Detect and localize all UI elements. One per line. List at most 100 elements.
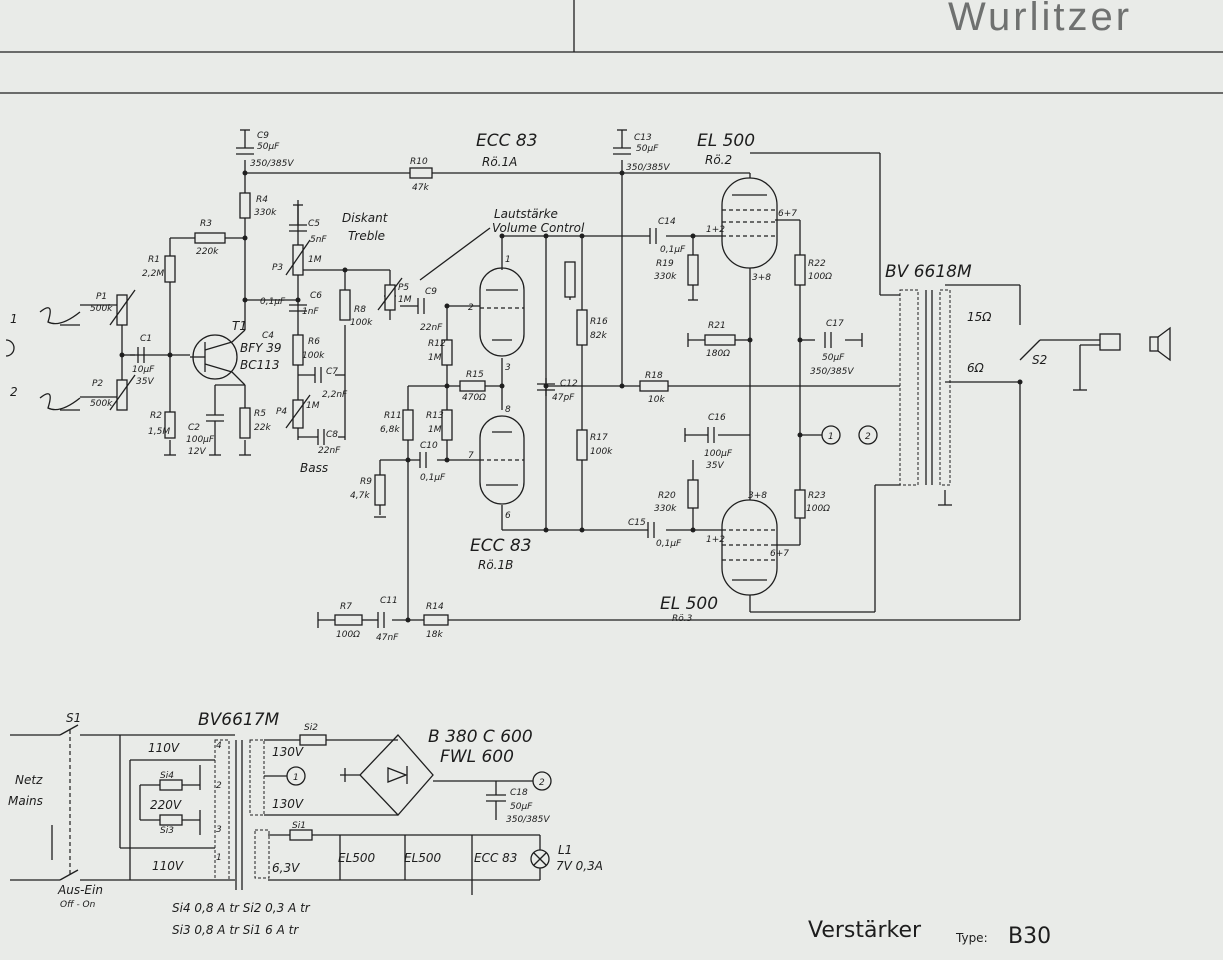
r15-val: 470Ω [462, 393, 486, 403]
r1-ref: R1 [148, 255, 160, 265]
c12-ref: C12 [560, 379, 578, 389]
heater-el500-1: EL500 [338, 851, 376, 865]
title-block: Wurlitzer [0, 0, 1223, 94]
r4-ref: R4 [256, 195, 268, 205]
c13-val: 50µF [636, 144, 659, 154]
r14-val: 18k [426, 630, 443, 640]
r7-ref: R7 [340, 602, 352, 612]
c7-ref: C7 [326, 367, 338, 377]
v63-label: 6,3V [272, 861, 300, 875]
psu-node-2-label: 2 [539, 778, 545, 788]
c16-ref: C16 [708, 413, 726, 423]
r14-ref: R14 [426, 602, 444, 612]
volume-en-label: Volume Control [492, 221, 585, 235]
c1-ref: C1 [140, 334, 152, 344]
tap-15-label: 15Ω [967, 310, 992, 324]
c16-val: 100µF [704, 449, 733, 459]
output-transformer-label: BV 6618M [885, 262, 972, 282]
tube-v1b-type: ECC 83 [470, 536, 532, 556]
p5-val: 1M [398, 295, 412, 305]
psu-transformer-label: BV6617M [198, 710, 280, 730]
r11-ref: R11 [384, 411, 402, 421]
resistor-r19 [687, 254, 699, 286]
r3-val: 220k [196, 247, 219, 257]
c11-ref: C11 [380, 596, 398, 606]
c13-rating: 350/385V [626, 163, 670, 173]
netz-label: Netz [15, 773, 43, 787]
c15-ref: C15 [628, 518, 646, 528]
transistor-ref: T1 [232, 319, 247, 333]
output-transformer [875, 289, 951, 486]
switch-s2-label: S2 [1032, 353, 1047, 367]
resistor-r2 [164, 411, 176, 439]
footer-type-prefix: Type: [955, 931, 988, 945]
c9-ref: C9 [257, 131, 269, 141]
r22-ref: R22 [808, 259, 826, 269]
resistor-r8 [339, 289, 351, 321]
c10-ref: C10 [420, 441, 438, 451]
resistor-r5 [239, 407, 251, 439]
resistor-r1 [164, 255, 176, 283]
p4-val: 1M [306, 401, 320, 411]
tube-v2-type: EL 500 [697, 131, 755, 151]
r1-val: 2,2M [142, 269, 164, 279]
resistor-r14 [423, 614, 449, 626]
c14-ref: C14 [658, 217, 676, 227]
c9-val: 50µF [257, 142, 280, 152]
r22-val: 100Ω [808, 272, 832, 282]
c17-val: 50µF [822, 353, 845, 363]
winding-1: 1 [216, 853, 222, 863]
si2-label: Si2 [304, 723, 318, 733]
fuse-table-line-1: Si4 0,8 A tr Si2 0,3 A tr [172, 901, 311, 915]
r19-ref: R19 [656, 259, 674, 269]
speaker-icon [1099, 326, 1171, 362]
r10-val: 47k [412, 183, 429, 193]
resistor-r20 [687, 479, 699, 509]
bass-label: Bass [300, 461, 328, 475]
r23-ref: R23 [808, 491, 826, 501]
tube-v1a-type: ECC 83 [476, 131, 538, 151]
winding-2: 2 [216, 781, 222, 791]
c6-val: 1nF [302, 307, 319, 317]
c8-val: 22nF [318, 446, 341, 456]
v220-label: 220V [150, 798, 182, 812]
c1-rating: 35V [136, 377, 154, 387]
p1-val: 500k [90, 304, 113, 314]
r21-val: 180Ω [706, 349, 730, 359]
winding-4: 4 [216, 741, 222, 751]
volume-de-label: Lautstärke [494, 207, 558, 221]
resistor-r3 [194, 232, 226, 244]
footer-label: Verstärker [808, 918, 922, 943]
resistor-unlabeled [564, 261, 576, 298]
resistor-r17 [576, 429, 588, 461]
input-jacks [5, 307, 81, 411]
tube-v1a-ref: Rö.1A [482, 155, 517, 169]
heater-el500-2: EL500 [404, 851, 442, 865]
resistor-r12 [441, 339, 453, 366]
r20-ref: R20 [658, 491, 676, 501]
c7-val: 2,2nF [322, 390, 348, 400]
resistor-r7 [334, 614, 363, 626]
resistor-r6 [292, 334, 304, 366]
r8-ref: R8 [354, 305, 366, 315]
c17-ref: C17 [826, 319, 844, 329]
node-1-label: 1 [828, 432, 834, 442]
c4-val: 0,1µF [260, 297, 286, 307]
r17-val: 100k [590, 447, 613, 457]
r21-ref: R21 [708, 321, 726, 331]
capacitors [137, 129, 832, 628]
pin-1-2-bottom: 1+2 [706, 535, 725, 545]
c18-rating: 350/385V [506, 815, 550, 825]
p2-ref: P2 [92, 379, 103, 389]
tube-v3-ref: Rö.3 [672, 614, 693, 624]
r15-ref: R15 [466, 370, 484, 380]
r10-ref: R10 [410, 157, 428, 167]
r3-ref: R3 [200, 219, 212, 229]
labels: 1 2 ECC 83 Rö.1A ECC 83 Rö.1B EL 500 Rö.… [8, 131, 1051, 949]
resistor-r13 [441, 409, 453, 441]
r12-val: 1M [428, 353, 442, 363]
v110a-label: 110V [148, 741, 180, 755]
c8-ref: C8 [326, 430, 338, 440]
pin-3: 3 [505, 363, 511, 373]
resistor-r18 [639, 380, 669, 392]
